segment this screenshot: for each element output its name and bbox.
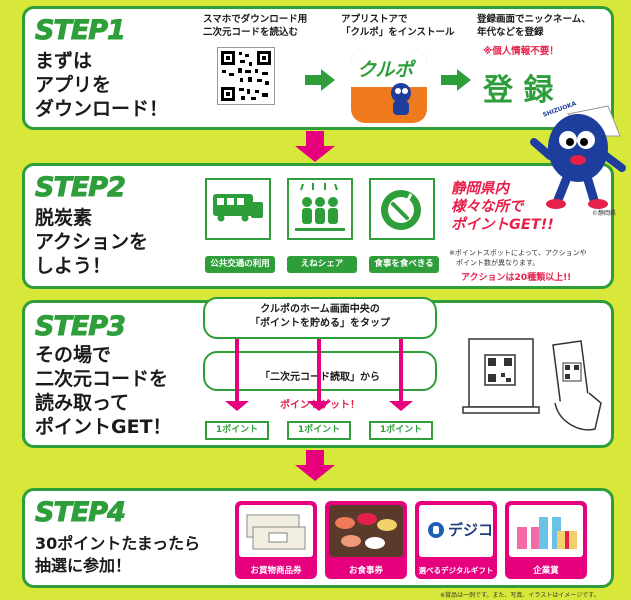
- action-label-transit: 公共交通の利用: [205, 256, 275, 273]
- point-arrow-head-3: [389, 401, 413, 411]
- action-tile-energy-share[interactable]: [287, 178, 353, 240]
- point-arrow-line-2: [317, 339, 321, 403]
- bus-train-icon: [213, 194, 263, 222]
- step3-title: その場で 二次元コードを 読み取って ポイントGET！: [35, 344, 172, 438]
- register-caption: 登録画面でニックネーム、 年代などを登録: [477, 14, 591, 38]
- people-cool-spot-icon: [295, 183, 345, 231]
- arrow-right-icon-2: [441, 69, 471, 91]
- sushi-icon: [329, 505, 403, 557]
- scan-illustration: [455, 333, 605, 443]
- step2-title: 脱炭素 アクションを しよう！: [35, 207, 149, 277]
- step4-title: 30ポイントたまったら 抽選に参加！: [35, 534, 201, 575]
- degico-logo: デジコ: [427, 519, 493, 540]
- step2-panel: STEP2 脱炭素 アクションを しよう！ 公共交通の利用 えねシェア 食事を食…: [22, 163, 614, 289]
- register-word: 登 録: [483, 73, 554, 108]
- kurupo-app-icon[interactable]: クルポ: [351, 49, 427, 123]
- prize-label-shopping: お買物商品券: [250, 566, 302, 576]
- action-tile-transit[interactable]: [205, 178, 271, 240]
- action-label-energy-share: えねシェア: [287, 256, 357, 273]
- qr-code-icon[interactable]: [217, 47, 275, 105]
- mascot-credit: ©静岡県: [592, 210, 617, 217]
- step1-badge: STEP1: [35, 15, 127, 47]
- degico-mark-icon: [428, 521, 444, 538]
- prize-label-meal: お食事券: [348, 566, 383, 576]
- prize-label-corporate: 企業賞: [533, 566, 559, 576]
- store-caption: アプリストアで 「クルポ」をインストール: [341, 14, 455, 38]
- step4-badge: STEP4: [35, 497, 127, 529]
- gift-boxes-icon: [517, 517, 577, 549]
- mascot-small-icon: [391, 83, 411, 115]
- prize-shopping-voucher: お買物商品券: [235, 501, 317, 579]
- phone-scanning-qr-icon: [462, 338, 602, 431]
- instruction-tap-save-points: クルポのホーム画面中央の 「ポイントを貯める」をタップ: [203, 297, 437, 339]
- degico-text: デジコ: [448, 521, 493, 539]
- mascot: SHIZUOKA ©静岡県: [528, 96, 628, 220]
- plate-fork-icon: [381, 190, 421, 230]
- qr-caption: スマホでダウンロード用 二次元コードを読込む: [203, 14, 308, 38]
- step4-footnote: ※賞品は一例です。また、写真、イラストはイメージです。: [440, 592, 600, 599]
- step4-panel: STEP4 30ポイントたまったら 抽選に参加！ お買物商品券 お食事券 デジコ: [22, 488, 614, 588]
- point-box-2: 1ポイント: [287, 421, 351, 440]
- action-label-finish-meal: 食事を食べきる: [369, 256, 439, 273]
- point-box-1: 1ポイント: [205, 421, 269, 440]
- voucher-icon: [246, 514, 306, 550]
- step2-note: ※ポイントスポットによって、アクションや ポイント数が異なります。: [449, 249, 587, 267]
- prize-label-digital-gift: 選べるデジタルギフト: [418, 566, 494, 575]
- point-arrow-head-1: [225, 401, 249, 411]
- prize-digital-gift: デジコ 選べるデジタルギフト: [415, 501, 497, 579]
- register-note: ※個人情報不要！: [483, 46, 559, 57]
- step3-badge: STEP3: [35, 311, 127, 343]
- action-tile-finish-meal[interactable]: [369, 178, 435, 240]
- app-name-label: クルポ: [357, 59, 414, 81]
- mascot-character-icon: [530, 105, 626, 209]
- point-box-3: 1ポイント: [369, 421, 433, 440]
- point-arrow-head-2: [307, 401, 331, 411]
- point-arrow-line-1: [235, 339, 239, 403]
- step2-badge: STEP2: [35, 172, 127, 204]
- step3-panel: STEP3 その場で 二次元コードを 読み取って ポイントGET！ クルポのホー…: [22, 297, 614, 448]
- point-arrow-line-3: [399, 339, 403, 403]
- step2-headline: 静岡県内 様々な所で ポイントGET!!: [451, 181, 554, 233]
- step1-title: まずは アプリを ダウンロード！: [35, 50, 169, 120]
- prize-corporate: 企業賞: [505, 501, 587, 579]
- step1-panel: STEP1 まずは アプリを ダウンロード！ スマホでダウンロード用 二次元コー…: [22, 6, 614, 130]
- step2-count-note: アクションは20種類以上!!: [461, 273, 572, 283]
- arrow-right-icon: [305, 69, 335, 91]
- prize-meal-ticket: お食事券: [325, 501, 407, 579]
